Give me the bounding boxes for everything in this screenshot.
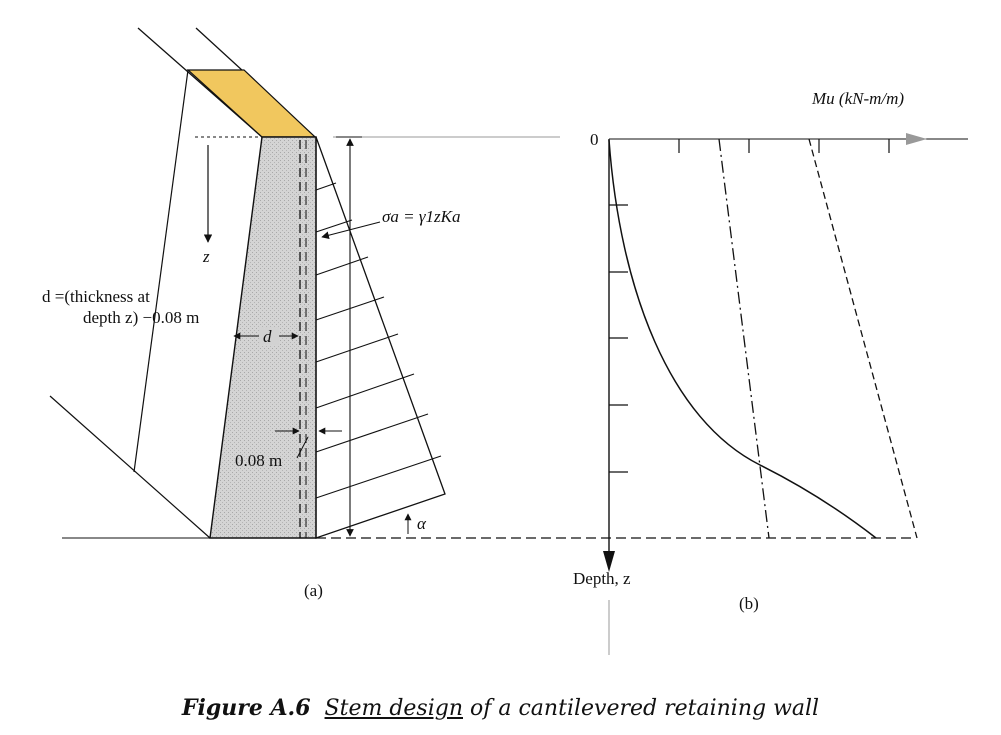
depth-axis-ticks [609,204,628,473]
cover-leader [296,436,309,459]
origin-label: 0 [590,130,599,149]
d-definition-line2: depth z) −0.08 m [83,308,199,327]
d-dimension-label: d [263,327,272,346]
pressure-label: σa = γ1zKa [382,207,461,226]
moment-demand-curve [608,139,877,539]
caption-underlined: Stem design [324,696,463,721]
pressure-label-arrow [321,221,381,239]
moment-axis-ticks [678,139,890,153]
caption-rest: of a cantilevered retaining wall [470,696,820,721]
depth-axis-label: Depth, z [573,569,631,588]
panel-b: 0 Mu (kN-m/m) Depth, z (b) [573,89,968,655]
moment-capacity-line-dashdot [718,138,770,539]
caption-number: Figure A.6 [181,695,311,721]
panel-a-label: (a) [304,581,323,600]
panel-a: z α σa = γ1zKa [42,27,915,600]
d-label-bg [259,327,279,345]
backfill-cap [186,69,317,138]
depth-axis-arrowhead [603,551,615,572]
cover-dimension-label: 0.08 m [235,451,282,470]
moment-capacity-line-dashed [808,138,918,539]
pressure-triangle [315,136,446,539]
moment-axis-label: Mu (kN-m/m) [811,89,904,108]
figure-caption: Figure A.6 Stem design of a cantilevered… [0,695,1001,721]
d-definition-line1: d =(thickness at [42,287,150,306]
alpha-label: α [417,514,427,533]
pressure-hatching [315,182,442,499]
toe-slope-line [49,395,211,539]
panel-b-label: (b) [739,594,759,613]
moment-axis-arrowhead [906,133,927,145]
d-leader-line [133,69,189,473]
z-label: z [202,247,210,266]
